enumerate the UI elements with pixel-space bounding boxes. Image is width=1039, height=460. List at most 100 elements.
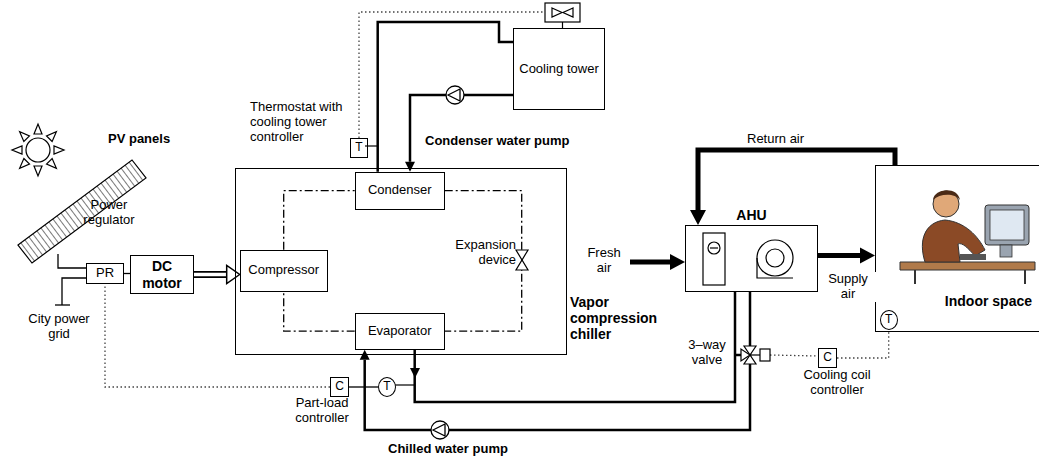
drawing-part [58, 254, 86, 268]
drawing-part [62, 278, 86, 305]
connector [105, 284, 330, 387]
drawing-part [933, 191, 959, 217]
component-label: Thermostat with cooling tower controller [250, 100, 350, 145]
sun-ray [20, 132, 30, 142]
connector [378, 22, 513, 172]
drawing-part [1000, 245, 1012, 257]
drawing-part [766, 249, 784, 267]
drawing-part [670, 254, 685, 270]
connector [415, 292, 735, 402]
heading-text: AHU [686, 207, 817, 223]
flow-label: Fresh air [583, 246, 625, 276]
sun-ray [54, 146, 64, 154]
evaporator-box: Evaporator [355, 313, 445, 350]
component-label: Part-load controller [284, 396, 360, 426]
sun-ray [12, 146, 22, 154]
component-label: Power regulator [72, 198, 146, 228]
connector [349, 387, 378, 388]
component-label: Expansion device [438, 238, 516, 268]
node-text: Condenser [368, 183, 432, 198]
flow-label: Supply air [820, 272, 876, 302]
connector-line [105, 284, 330, 387]
node-text: DC motor [131, 258, 193, 290]
drawing-part [26, 138, 50, 162]
node-text: Cooling tower [519, 62, 599, 77]
connector-line [410, 95, 513, 162]
connector-line [359, 12, 545, 138]
node-text: Compressor [248, 263, 319, 278]
three-way-valve-symbol [741, 346, 770, 364]
component-label: Chilled water pump [388, 442, 508, 457]
node-text: T [383, 380, 390, 394]
drawing-part [914, 270, 916, 284]
connector-line [415, 292, 735, 402]
drawing-part [757, 258, 793, 278]
node-text: Evaporator [368, 324, 432, 339]
connector-line [378, 22, 513, 172]
sun-ray [46, 132, 56, 142]
drawing-part [516, 260, 528, 270]
component-label: 3–way valve [682, 338, 732, 368]
ahu-box: AHU [685, 225, 818, 292]
node-text: T [885, 313, 892, 327]
valve-signal-line [770, 355, 818, 356]
connector [284, 191, 355, 250]
node-text: PR [96, 266, 114, 281]
fresh-air-arrow [630, 254, 685, 270]
ahu-internals [703, 233, 793, 285]
cooling-tower-box: Cooling tower [513, 28, 605, 110]
component-label: Cooling coil controller [788, 368, 886, 398]
drawing-part [710, 247, 718, 248]
compressor-box: Compressor [240, 250, 328, 292]
connector-line [284, 191, 355, 250]
connector-core [194, 273, 227, 277]
heading-text: Indoor space [945, 293, 1032, 309]
pv-wiring [55, 254, 86, 305]
sun-icon [12, 124, 64, 176]
sun-ray [34, 166, 42, 176]
drawing-part [922, 220, 985, 262]
drawing-part [703, 233, 725, 285]
drawing-part [394, 384, 415, 385]
node-text: C [823, 351, 832, 365]
condenser-water-pump-symbol [446, 86, 464, 104]
controller-box: C [330, 377, 349, 397]
drawing-part [431, 421, 449, 439]
connector [359, 12, 545, 138]
arrowhead [690, 210, 706, 225]
arrowhead [227, 266, 240, 284]
sun-ray [34, 124, 42, 134]
cooling-tower-fan [545, 3, 580, 28]
drawing-part [933, 190, 960, 200]
sun-ray [46, 158, 56, 168]
connector-line [818, 253, 860, 258]
connector [818, 248, 875, 264]
drawing-part [563, 8, 573, 17]
chilled-water-pump-symbol [431, 421, 449, 439]
temperature-sensor: T [880, 310, 898, 330]
connector-line [284, 292, 355, 332]
connector-line [837, 330, 889, 358]
drawing-part [741, 349, 750, 361]
connector-line [698, 150, 895, 210]
heading-text: Vapor compression chiller [570, 294, 660, 342]
connector [837, 330, 889, 358]
condenser-box: Condenser [355, 172, 445, 210]
drawing-part [545, 3, 580, 22]
pv-panel [18, 160, 146, 263]
drawing-part [552, 8, 562, 17]
drawing-part [448, 89, 460, 101]
indoor-space-box: Indoor spaceT [875, 165, 1039, 332]
drawing-part [757, 240, 793, 276]
component-label: PV panels [108, 132, 170, 147]
node-text: T [355, 141, 362, 155]
power-regulator-box: PR [86, 263, 124, 284]
connector [690, 150, 895, 225]
chiller-housing: Vapor compression chillerCondenserCompre… [235, 168, 567, 355]
drawing-part [900, 262, 1035, 270]
flow-label: Return air [745, 132, 806, 147]
arrowhead [860, 248, 875, 264]
connector [194, 266, 240, 284]
